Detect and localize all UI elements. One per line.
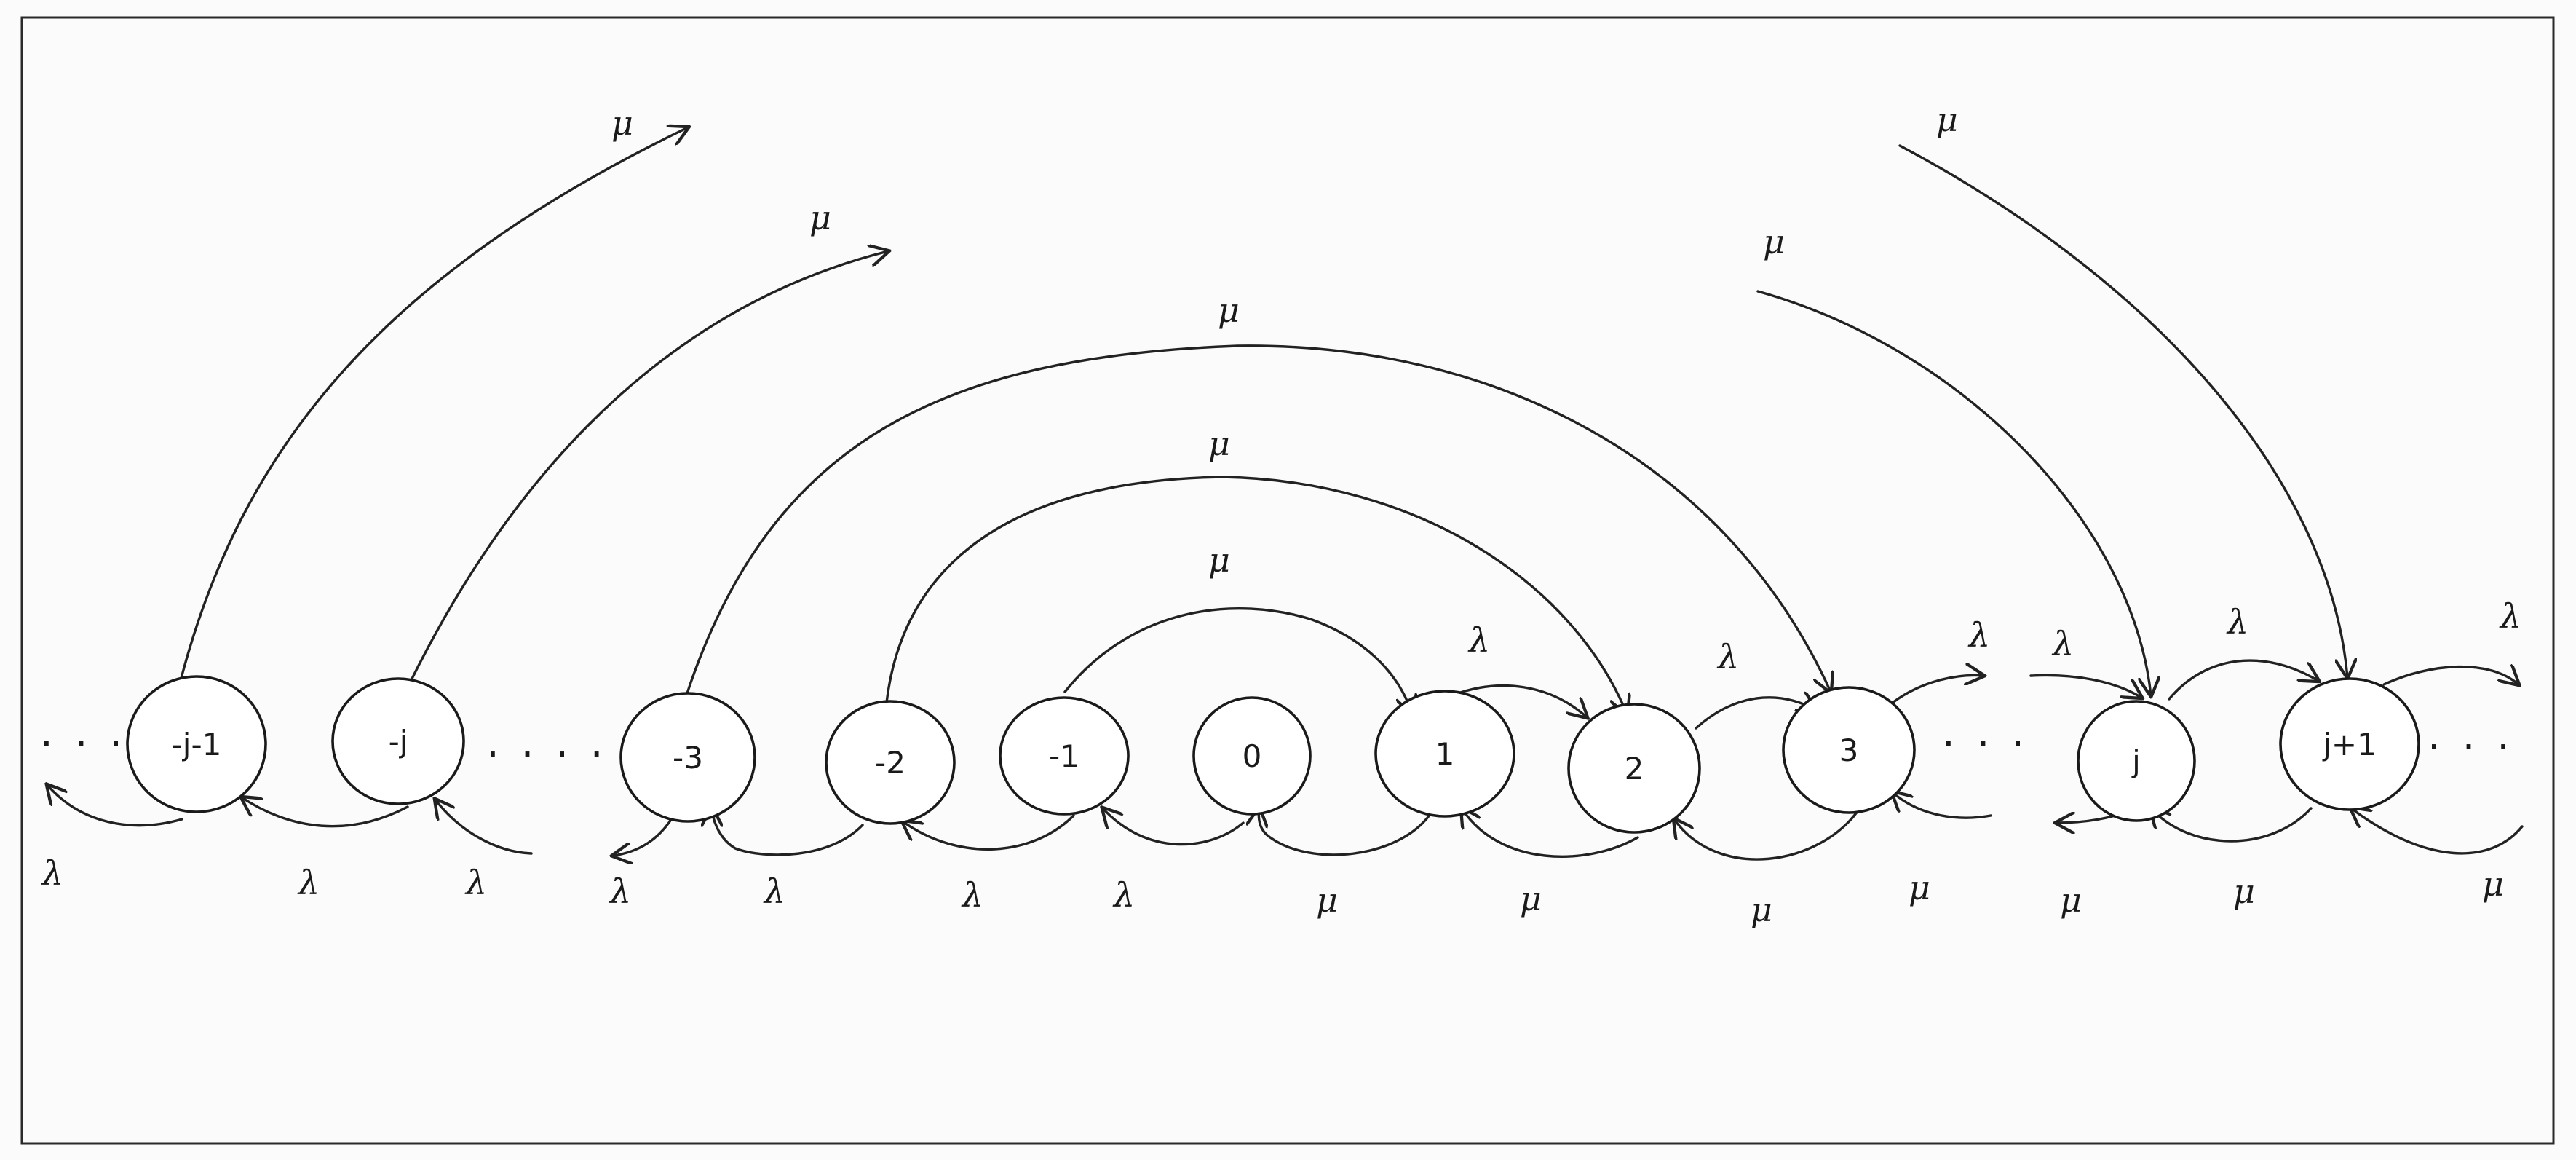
rate-label-mu: μ bbox=[1520, 879, 1542, 918]
rate-label-mu: μ bbox=[1218, 291, 1240, 330]
state-node-n_3: -3 bbox=[619, 692, 756, 823]
rate-label-lambda: λ bbox=[464, 863, 487, 902]
state-node-p2: 2 bbox=[1567, 703, 1701, 834]
ellipsis-right: · · · bbox=[2428, 724, 2514, 771]
edge-p2-p3-lambda bbox=[1695, 698, 1816, 730]
diagram-frame bbox=[20, 16, 2555, 1145]
state-label: 2 bbox=[1625, 751, 1644, 786]
edge-p1-p2-lambda bbox=[1451, 684, 1587, 717]
state-label: -j-1 bbox=[172, 727, 222, 762]
edge-n_2-p2-mu bbox=[885, 476, 1627, 714]
state-node-n_2: -2 bbox=[825, 700, 956, 825]
edge-n_1-p1-mu bbox=[1063, 607, 1412, 714]
edge-n_j-n_j1-lambda bbox=[242, 797, 409, 828]
edge-leftoff-pj-lambda bbox=[2029, 674, 2141, 698]
rate-label-mu: μ bbox=[611, 103, 633, 143]
edge-n_2-n_3-lambda bbox=[712, 808, 864, 856]
rate-label-lambda: λ bbox=[2499, 596, 2521, 636]
state-label: 0 bbox=[1243, 738, 1262, 774]
edge-offscreen-pj-mu bbox=[1756, 290, 2151, 695]
rate-label-mu: μ bbox=[1316, 880, 1338, 920]
state-node-pj1: j+1 bbox=[2279, 677, 2420, 811]
rate-label-lambda: λ bbox=[961, 875, 983, 915]
state-label: -1 bbox=[1049, 738, 1079, 774]
state-label: -2 bbox=[875, 745, 905, 781]
rate-label-mu: μ bbox=[1208, 424, 1230, 463]
edge-n_1-n_2-lambda bbox=[903, 814, 1075, 851]
edge-p1-n0-mu bbox=[1259, 808, 1432, 856]
ellipsis-left: · · · bbox=[40, 720, 127, 768]
edge-n_j-offscreen-mu bbox=[408, 251, 888, 686]
rate-label-lambda: λ bbox=[1716, 637, 1739, 676]
state-node-n_1: -1 bbox=[999, 696, 1130, 816]
rate-label-lambda: λ bbox=[1967, 615, 1990, 655]
rate-label-mu: μ bbox=[809, 198, 831, 237]
state-node-pj: j bbox=[2077, 700, 2196, 822]
rate-label-lambda: λ bbox=[2226, 602, 2248, 642]
state-node-p1: 1 bbox=[1374, 690, 1515, 818]
state-node-n_j: -j bbox=[331, 677, 465, 805]
rate-label-lambda: λ bbox=[609, 872, 631, 911]
edge-pj-pj1-lambda bbox=[2168, 659, 2318, 701]
edge-p2-p1-mu bbox=[1462, 808, 1639, 858]
ellipsis-mid-right: · · · bbox=[1942, 720, 2029, 768]
edge-rightoff-pj1-mu bbox=[2351, 808, 2524, 855]
rate-label-lambda: λ bbox=[763, 872, 785, 911]
state-label: 1 bbox=[1435, 736, 1455, 772]
rate-label-mu: μ bbox=[2060, 880, 2082, 920]
state-label: -3 bbox=[673, 740, 703, 776]
rate-label-lambda: λ bbox=[1467, 620, 1490, 660]
rate-label-lambda: λ bbox=[2051, 624, 2074, 663]
rate-label-mu: μ bbox=[1763, 222, 1785, 261]
edge-offscreen-pj1-mu bbox=[1898, 144, 2347, 677]
edge-rightoff-n_j-lambda bbox=[435, 800, 533, 855]
rate-label-lambda: λ bbox=[297, 863, 320, 902]
edge-pj1-pj-mu bbox=[2151, 808, 2313, 843]
state-label: 3 bbox=[1839, 733, 1859, 768]
state-node-p3: 3 bbox=[1782, 686, 1916, 814]
edge-n_j1-offscreen-mu bbox=[179, 127, 688, 682]
rate-label-mu: μ bbox=[2233, 872, 2255, 911]
rate-label-mu: μ bbox=[1751, 890, 1772, 929]
state-label: -j bbox=[389, 724, 408, 759]
rate-label-lambda: λ bbox=[1112, 875, 1135, 915]
rate-label-lambda: λ bbox=[41, 853, 63, 893]
ellipsis-mid-left: · · · · bbox=[486, 731, 608, 778]
state-label: j bbox=[2131, 743, 2141, 779]
rate-label-mu: μ bbox=[1208, 540, 1230, 580]
edge-n0-n_1-lambda bbox=[1103, 808, 1245, 846]
edge-pj1-rightoff-lambda bbox=[2382, 667, 2518, 684]
edge-p3-p2-mu bbox=[1674, 807, 1861, 861]
rate-label-mu: μ bbox=[1909, 868, 1930, 907]
state-node-0: 0 bbox=[1192, 696, 1312, 816]
edge-p3-rightoff-lambda bbox=[1891, 675, 1983, 704]
state-node-n_j1: -j-1 bbox=[126, 675, 267, 813]
rate-label-mu: μ bbox=[2482, 864, 2504, 904]
edge-n_3-p3-mu bbox=[685, 344, 1831, 697]
rate-label-mu: μ bbox=[1936, 100, 1958, 139]
state-label: j+1 bbox=[2322, 727, 2377, 762]
edge-rightoff-p3-mu bbox=[1893, 792, 1992, 819]
edge-n_j1-leftoff-lambda bbox=[47, 785, 183, 827]
